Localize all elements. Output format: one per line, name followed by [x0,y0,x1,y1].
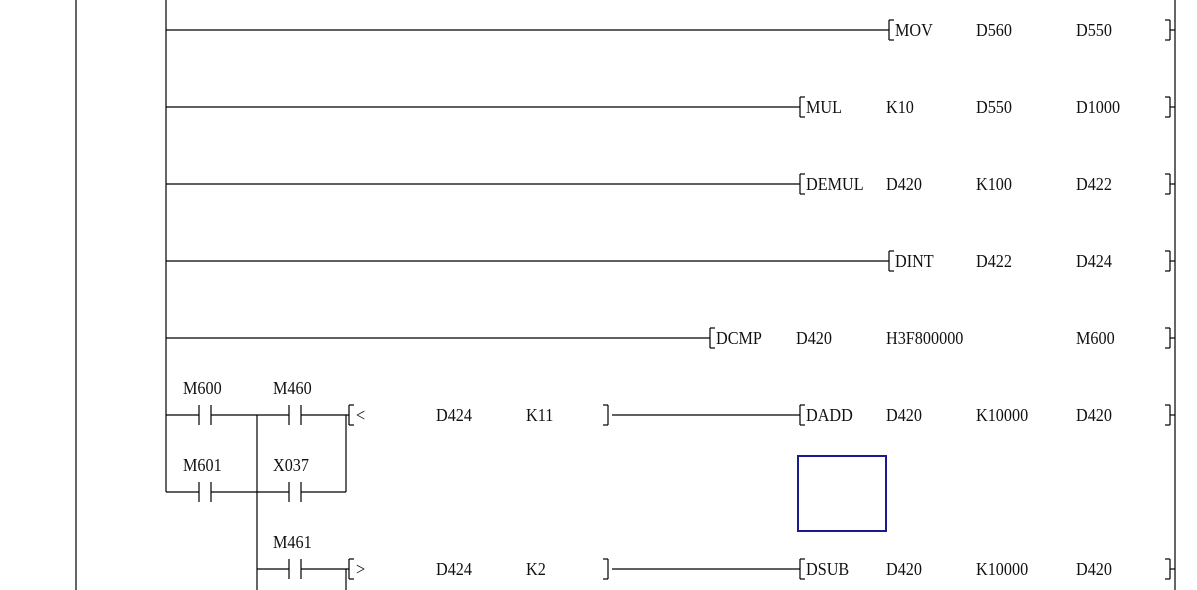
instruction-dadd[interactable]: DADD [806,405,853,425]
contact-label-m460[interactable]: M460 [273,378,312,398]
instruction-dsub[interactable]: DSUB [806,559,850,579]
compare-operator[interactable]: > [356,559,366,579]
instruction-mov[interactable]: MOV [895,20,933,40]
operand[interactable]: D420 [886,174,922,194]
operand[interactable]: D420 [1076,405,1112,425]
instruction-dcmp[interactable]: DCMP [716,328,762,348]
contact-label-x037[interactable]: X037 [273,455,309,475]
operand[interactable]: D424 [1076,251,1112,271]
operand[interactable]: D550 [976,97,1012,117]
operand[interactable]: D1000 [1076,97,1121,117]
operand[interactable]: K10 [886,97,914,117]
operand[interactable]: K10000 [976,405,1029,425]
contact-label-m461[interactable]: M461 [273,532,312,552]
operand[interactable]: D420 [1076,559,1112,579]
operand[interactable]: K2 [526,559,546,579]
compare-operator[interactable]: < [356,405,366,425]
instruction-demul[interactable]: DEMUL [806,174,864,194]
operand[interactable]: D424 [436,405,472,425]
instruction-dint[interactable]: DINT [895,251,934,271]
contact-label-m600[interactable]: M600 [183,378,222,398]
operand[interactable]: D420 [886,559,922,579]
operand[interactable]: K100 [976,174,1012,194]
contact-label-m601[interactable]: M601 [183,455,222,475]
operand[interactable]: D422 [976,251,1012,271]
operand[interactable]: H3F800000 [886,328,964,348]
operand[interactable]: D422 [1076,174,1112,194]
operand[interactable]: D424 [436,559,472,579]
operand[interactable]: D550 [1076,20,1112,40]
operand[interactable]: K11 [526,405,554,425]
operand[interactable]: D420 [886,405,922,425]
operand[interactable]: M600 [1076,328,1115,348]
cursor-selection-box[interactable] [797,455,887,532]
operand[interactable]: K10000 [976,559,1029,579]
operand[interactable]: D420 [796,328,832,348]
instruction-mul[interactable]: MUL [806,97,842,117]
operand[interactable]: D560 [976,20,1012,40]
